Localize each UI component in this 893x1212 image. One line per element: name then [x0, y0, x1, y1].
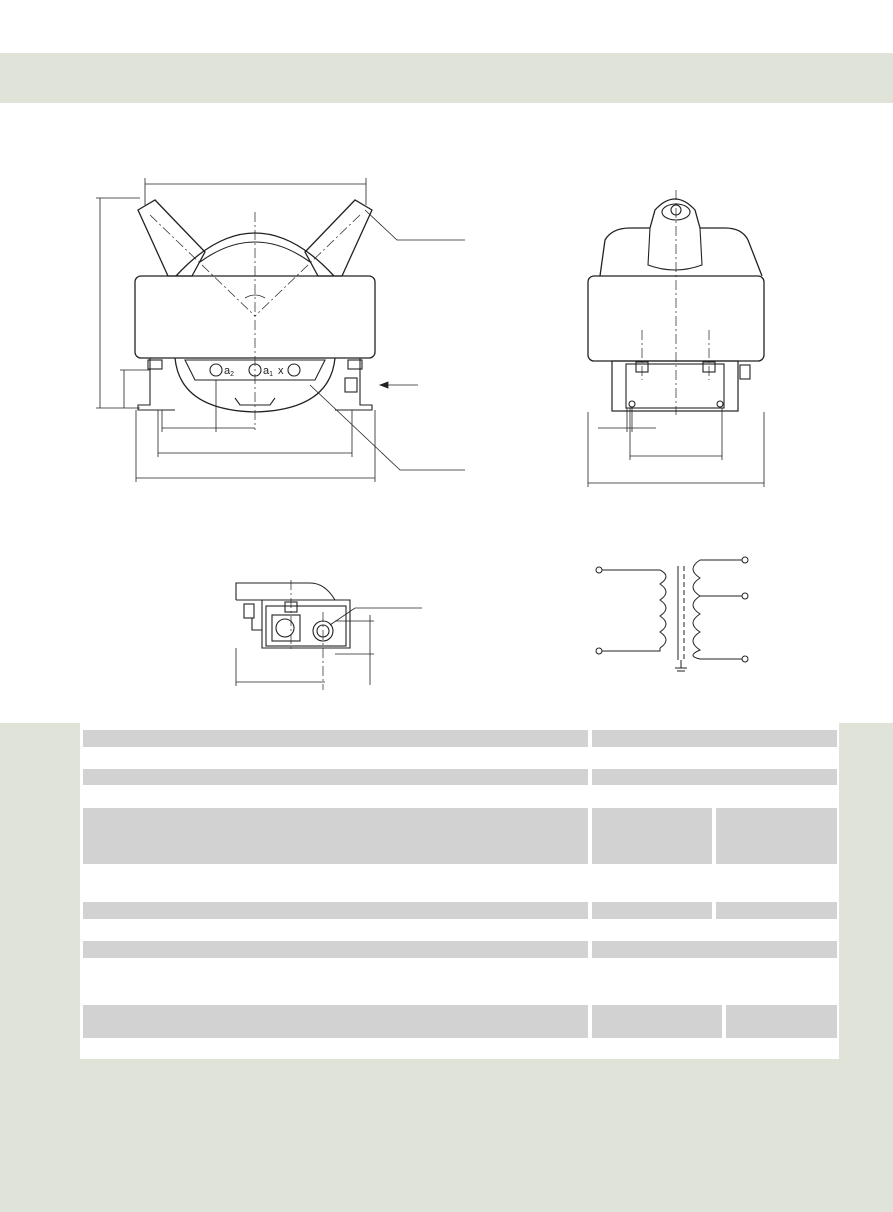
winding-schematic: [595, 556, 749, 672]
table-row-11-name: [83, 1005, 588, 1038]
header-band: [0, 53, 893, 103]
detail-view-drawing: [235, 580, 422, 690]
terminal-label-x: x: [278, 365, 284, 377]
table-row-3-name: [83, 769, 588, 785]
table-row-1-name: [83, 730, 588, 747]
side-view-drawing: [587, 190, 765, 487]
table-row-5-value-a: [592, 808, 712, 864]
table-row-3-value: [592, 769, 837, 785]
table-row-11-value-a: [592, 1005, 722, 1038]
specifications-table: [80, 723, 839, 1059]
table-row-5-value-b: [716, 808, 837, 864]
table-row-11-value-b: [726, 1005, 837, 1038]
table-row-5-name: [83, 808, 588, 864]
table-row-7-value-a: [592, 902, 712, 919]
front-view-drawing: a2 a1 x: [96, 178, 465, 482]
terminal-label-a1: a1: [263, 365, 273, 378]
table-row-7-value-b: [716, 902, 837, 919]
table-row-9-name: [83, 941, 588, 958]
table-row-7-name: [83, 902, 588, 919]
technical-drawings: a2 a1 x: [96, 178, 765, 690]
table-row-9-value: [592, 941, 837, 958]
terminal-label-a2: a2: [224, 365, 234, 378]
table-row-1-value: [592, 730, 837, 747]
